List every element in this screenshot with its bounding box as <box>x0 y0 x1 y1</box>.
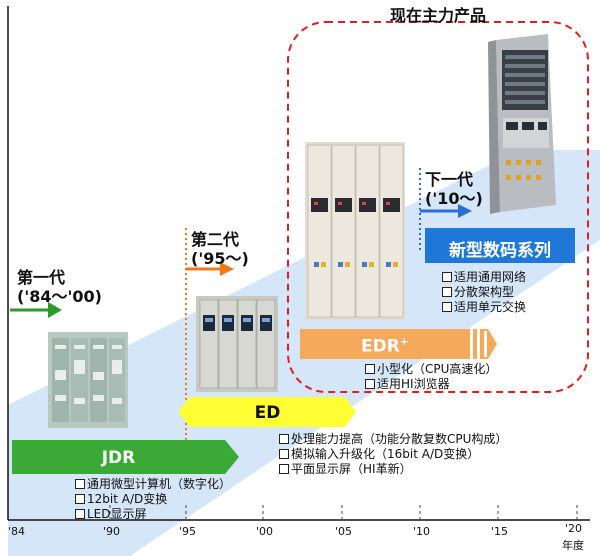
current-products-title: 现在主力产品 <box>390 2 486 26</box>
edr-label-text: EDR <box>361 337 400 357</box>
axis-tick: '90 <box>103 525 120 538</box>
list-item: 适用HI浏览器 <box>365 377 497 392</box>
checkbox-icon <box>75 494 85 504</box>
axis-tick: '20 <box>565 522 582 535</box>
jdr-features: 通用微型计算机（数字化） 12bit A/D变换 LED显示屏 <box>75 477 231 522</box>
axis-tick: '84 <box>8 525 25 538</box>
checkbox-icon <box>442 287 452 297</box>
checkbox-icon <box>279 434 289 444</box>
axis-tick: '10 <box>413 525 430 538</box>
list-item: 通用微型计算机（数字化） <box>75 477 231 492</box>
second-generation-years: ('95～) <box>191 249 249 268</box>
jdr-label: JDR <box>12 448 225 468</box>
next-generation-label: 下一代 ('10～) <box>425 170 483 208</box>
edr-label-sup: + <box>400 335 409 348</box>
list-item: 平面显示屏（HI革新） <box>279 462 507 477</box>
axis-tick: '95 <box>179 525 196 538</box>
first-generation-years: ('84～'00) <box>17 287 102 306</box>
ed-cabinet-image <box>196 296 278 392</box>
list-item: 12bit A/D变换 <box>75 492 231 507</box>
list-item: 适用通用网络 <box>442 270 526 285</box>
checkbox-icon <box>365 364 375 374</box>
axis-tick: '15 <box>491 525 508 538</box>
checkbox-icon <box>279 464 289 474</box>
checkbox-icon <box>75 479 85 489</box>
checkbox-icon <box>279 449 289 459</box>
next-generation-years: ('10～) <box>425 189 483 208</box>
list-item: 适用单元交换 <box>442 300 526 315</box>
list-item: LED显示屏 <box>75 507 231 522</box>
checkbox-icon <box>75 509 85 519</box>
list-item: 处理能力提高（功能分散复数CPU构成） <box>279 432 507 447</box>
new-series-features: 适用通用网络 分散架构型 适用单元交换 <box>442 270 526 315</box>
first-generation-label: 第一代 ('84～'00) <box>17 268 102 306</box>
new-series-cabinet-image <box>488 34 556 214</box>
second-generation-label: 第二代 ('95～) <box>191 230 249 268</box>
checkbox-icon <box>442 272 452 282</box>
list-item: 模拟输入升级化（16bit A/D变换） <box>279 447 507 462</box>
jdr-cabinet-image <box>48 332 128 428</box>
first-generation-name: 第一代 <box>17 268 102 287</box>
list-item: 分散架构型 <box>442 285 526 300</box>
next-generation-name: 下一代 <box>425 170 483 189</box>
second-generation-name: 第二代 <box>191 230 249 249</box>
edr-cabinet-image <box>305 142 405 320</box>
edr-features: 小型化（CPU高速化） 适用HI浏览器 <box>365 362 497 392</box>
new-series-label: 新型数码系列 <box>425 236 575 261</box>
axis-tick: '05 <box>335 525 352 538</box>
axis-tick: '00 <box>256 525 273 538</box>
edr-label: EDR+ <box>300 335 470 357</box>
checkbox-icon <box>365 379 375 389</box>
axis-unit: 年度 <box>562 537 584 553</box>
ed-label: ED <box>190 403 345 423</box>
ed-features: 处理能力提高（功能分散复数CPU构成） 模拟输入升级化（16bit A/D变换）… <box>279 432 507 477</box>
checkbox-icon <box>442 302 452 312</box>
list-item: 小型化（CPU高速化） <box>365 362 497 377</box>
